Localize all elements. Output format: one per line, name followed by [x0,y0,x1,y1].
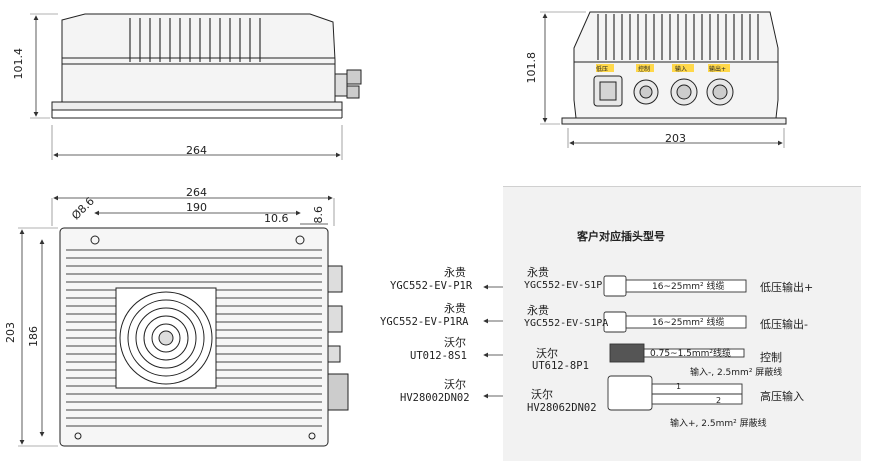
row4-supplier: 沃尔 [444,378,466,391]
top-width-dim: 264 [186,186,207,199]
table-title: 客户对应插头型号 [577,230,665,243]
tag-output: 输出+ [709,66,727,73]
hv-input-minus-label: 输入-, 2.5mm² 屏蔽线 [690,368,783,378]
top-offset-dim: 10.6 [264,212,289,225]
row2-supplier: 永贵 [444,302,466,315]
row3-plug-supplier: 沃尔 [536,347,558,360]
row4-plug-supplier: 沃尔 [531,388,553,401]
row3-function: 控制 [760,351,782,364]
front-width-dim: 203 [665,132,686,145]
row1-function: 低压输出+ [760,281,814,294]
hv-input-plus-label: 输入+, 2.5mm² 屏蔽线 [670,419,767,429]
row3-plug-model: UT612-8P1 [532,360,589,372]
tag-control: 控制 [638,66,651,73]
top-view [18,195,349,447]
front-height-dim: 101.8 [525,52,538,84]
tag-input: 输入 [675,66,688,73]
row2-cable: 16~25mm² 线缆 [652,318,725,328]
row4-function: 高压输入 [760,390,804,403]
top-height-dim: 203 [4,322,17,343]
row2-model: YGC552-EV-P1RA [380,316,469,328]
row4-plug-model: HV28062DN02 [527,402,597,414]
row1-supplier: 永贵 [444,266,466,279]
top-inner-width-dim: 190 [186,201,207,214]
top-edge-dim: 8.6 [312,206,325,224]
front-view [540,11,787,148]
side-height-dim: 101.4 [12,48,25,80]
row1-plug-supplier: 永贵 [527,266,549,279]
tag-low-voltage: 低压 [596,66,609,73]
row2-function: 低压输出- [760,318,808,331]
top-inner-height-dim: 186 [27,326,40,347]
side-view [30,13,362,160]
row3-cable: 0.75~1.5mm²线缆 [650,349,732,359]
row3-model: UT012-8S1 [410,350,467,362]
hv-pin-1: 1 [676,382,682,391]
row2-plug-model: YGC552-EV-S1PA [524,318,609,329]
row4-model: HV28002DN02 [400,392,470,404]
side-width-dim: 264 [186,144,207,157]
row1-plug-model: YGC552-EV-S1P [524,280,603,291]
row3-supplier: 沃尔 [444,336,466,349]
row1-cable: 16~25mm² 线缆 [652,282,725,292]
hv-pin-2: 2 [716,396,722,405]
row2-plug-supplier: 永贵 [527,304,549,317]
row1-model: YGC552-EV-P1R [390,280,473,292]
